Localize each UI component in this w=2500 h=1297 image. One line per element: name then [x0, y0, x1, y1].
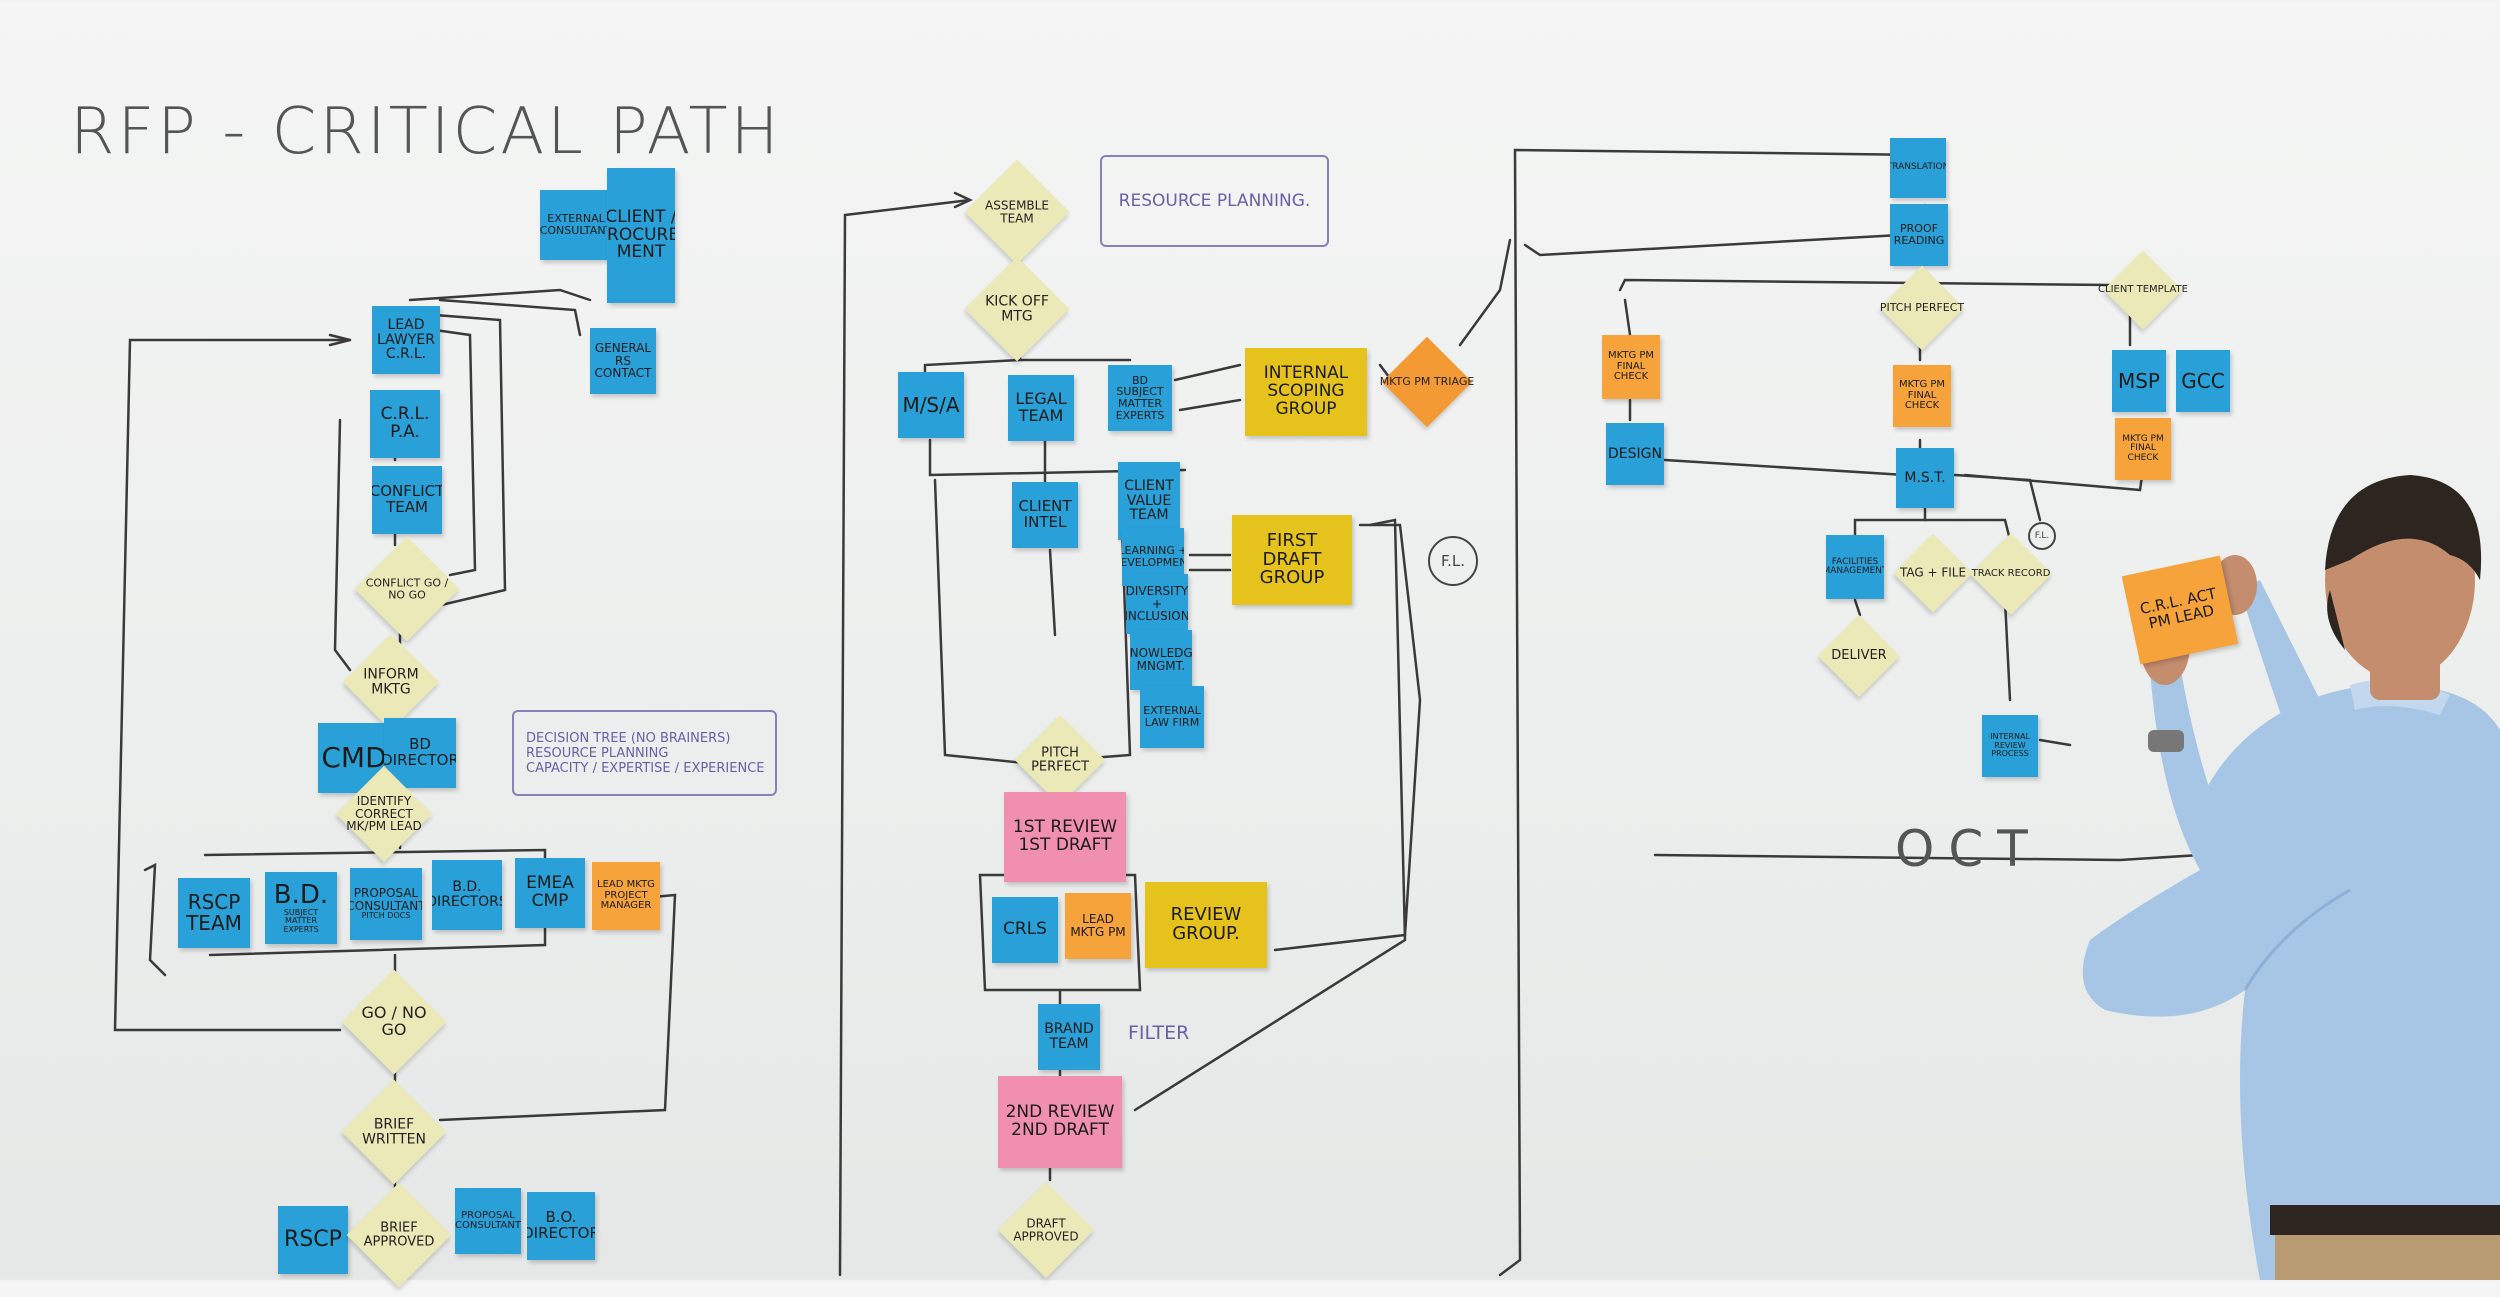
client-value-team-note: CLIENT VALUE TEAM	[1118, 462, 1180, 540]
client-procurement-note: CLIENT / PROCURE-MENT	[607, 168, 675, 303]
conflict-team-note: CONFLICT TEAM	[372, 466, 442, 534]
first-draft-group-note: FIRST DRAFT GROUP	[1232, 515, 1352, 605]
filter-label: FILTER	[1128, 1022, 1190, 1044]
lead-lawyer-note: LEAD LAWYER C.R.L.	[372, 306, 440, 374]
msp-note: MSP	[2112, 350, 2166, 412]
mst-note: M.S.T.	[1896, 448, 1954, 508]
msa-note: M/S/A	[898, 372, 964, 438]
proposal-consultant-note: PROPOSAL CONSULTANT PITCH DOCS	[350, 868, 422, 940]
diversity-inclusion-note: DIVERSITY + INCLUSION	[1126, 574, 1188, 634]
bd-label: B.D.	[273, 879, 329, 910]
second-review-note: 2ND REVIEW 2ND DRAFT	[998, 1076, 1122, 1168]
bd-sme-note: B.D. SUBJECT MATTER EXPERTS	[265, 872, 337, 944]
decision-note-line: CAPACITY / EXPERTISE / EXPERIENCE	[526, 760, 765, 776]
external-law-firm-note: EXTERNAL LAW FIRM	[1140, 686, 1204, 748]
lead-mktg-pm-middle-note: LEAD MKTG PM	[1065, 893, 1131, 959]
presenter-figure	[2082, 475, 2500, 1280]
first-review-note: 1ST REVIEW 1ST DRAFT	[1004, 792, 1126, 882]
page-title: RFP - CRITICAL PATH	[70, 95, 782, 169]
review-group-note: REVIEW GROUP.	[1145, 882, 1267, 968]
fl-circle-right: F.L.	[2028, 522, 2056, 550]
rscp-note: RSCP	[278, 1206, 348, 1274]
fl-circle-middle: F.L.	[1428, 536, 1478, 586]
proposal-sub-label: PITCH DOCS	[361, 911, 411, 921]
proof-reading-note: PROOF READING	[1890, 204, 1948, 266]
mktg-pm-final-check-right-note: MKTG PM FINAL CHECK	[2115, 418, 2171, 480]
gcc-note: GCC	[2176, 350, 2230, 412]
mktg-pm-final-check-center-note: MKTG PM FINAL CHECK	[1893, 365, 1951, 427]
bd-director-note: BD DIRECTOR	[384, 718, 456, 788]
proposal-consultant-bottom-note: PROPOSAL CONSULTANT	[455, 1188, 521, 1254]
internal-scoping-note: INTERNAL SCOPING GROUP	[1245, 348, 1367, 436]
brand-team-note: BRAND TEAM	[1038, 1004, 1100, 1070]
general-rs-contact-note: GENERAL RS CONTACT	[590, 328, 656, 394]
resource-planning-box: RESOURCE PLANNING.	[1100, 155, 1329, 247]
bo-director-note: B.O. DIRECTOR	[527, 1192, 595, 1260]
bd-directors-note: B.D. DIRECTORS	[432, 860, 502, 930]
mktg-pm-final-check-left-note: MKTG PM FINAL CHECK	[1602, 335, 1660, 399]
bd-smes-note: BD SUBJECT MATTER EXPERTS	[1108, 365, 1172, 431]
external-consultant-note: EXTERNAL CONSULTANT	[540, 190, 612, 260]
client-intel-note: CLIENT INTEL	[1012, 482, 1078, 548]
proposal-label: PROPOSAL CONSULTANT	[350, 886, 422, 913]
internal-review-note: INTERNAL REVIEW PROCESS	[1982, 715, 2038, 777]
translation-note: TRANSLATION	[1890, 138, 1946, 198]
crl-pa-note: C.R.L. P.A.	[370, 390, 440, 458]
decision-note-line: RESOURCE PLANNING	[526, 745, 669, 761]
oct-label: OCT	[1895, 820, 2042, 878]
crls-note: CRLS	[992, 897, 1058, 963]
knowledge-mngmt-note: KNOWLEDGE MNGMT.	[1130, 630, 1192, 690]
legal-team-note: LEGAL TEAM	[1008, 375, 1074, 441]
lead-mktg-pm-note: LEAD MKTG PROJECT MANAGER	[592, 862, 660, 930]
rscp-team-note: RSCP TEAM	[178, 878, 250, 948]
decision-note-line: DECISION TREE (NO BRAINERS)	[526, 730, 731, 746]
design-note: DESIGN	[1606, 423, 1664, 485]
decision-notes-box: DECISION TREE (NO BRAINERS) RESOURCE PLA…	[512, 710, 777, 796]
emea-cmp-note: EMEA CMP	[515, 858, 585, 928]
bd-sub-label: SUBJECT MATTER EXPERTS	[283, 908, 319, 934]
